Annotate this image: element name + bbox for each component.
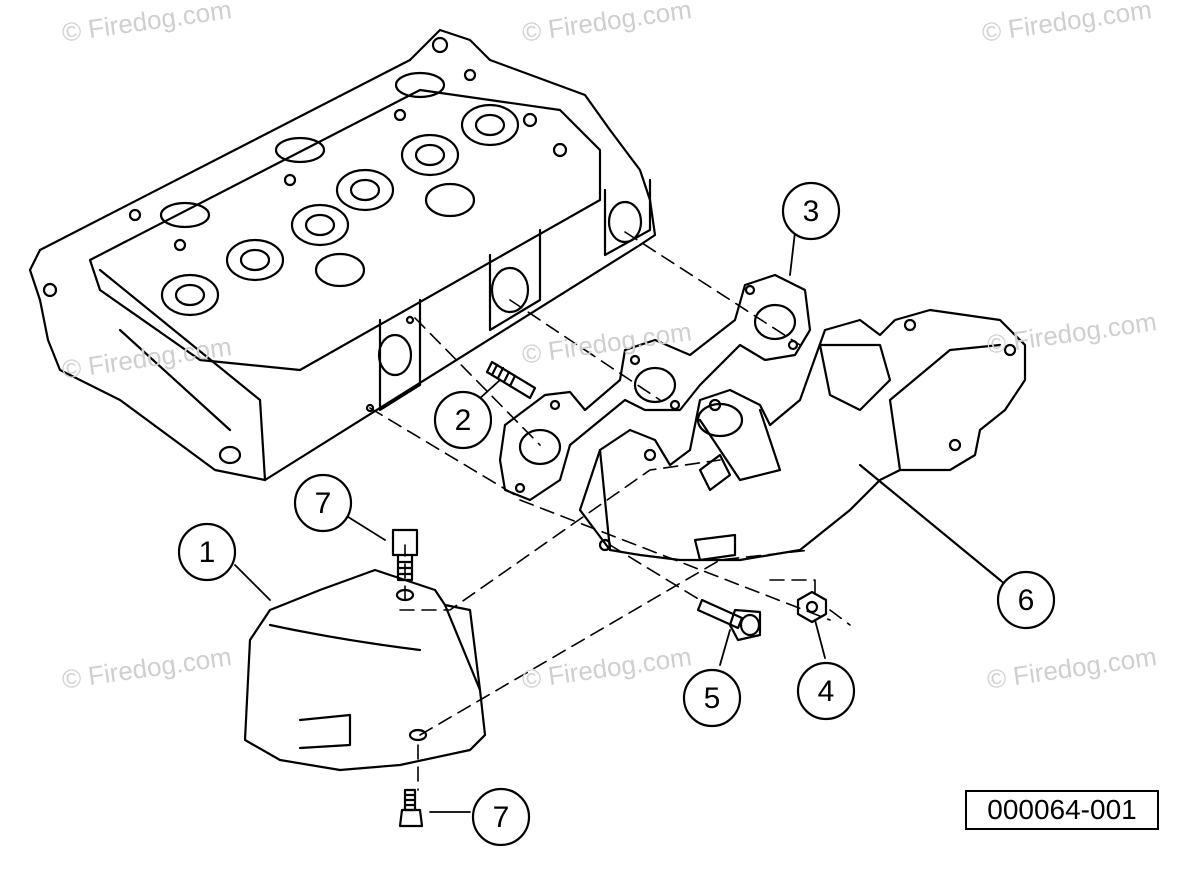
- callout-circle: [781, 181, 841, 241]
- heat-shield: [243, 568, 487, 772]
- callout-label: 7: [315, 487, 332, 520]
- callout-c6: 6: [996, 570, 1056, 630]
- callout-circle: [796, 661, 856, 721]
- callout-c4: 4: [796, 661, 856, 721]
- callout-c3: 3: [781, 181, 841, 241]
- callout-c2: 2: [433, 390, 493, 450]
- callout-circle: [177, 522, 237, 582]
- exhaust-manifold: [578, 308, 1027, 582]
- flange-bolt: [696, 598, 762, 642]
- callout-label: 6: [1018, 584, 1035, 617]
- callout-layer: 1 2 3 4 5 6 7 7: [177, 181, 1056, 847]
- flange-nut: [796, 590, 828, 624]
- figure-id-box: 000064-001: [965, 790, 1159, 830]
- callout-circle: [682, 668, 742, 728]
- callout-label: 5: [704, 682, 721, 715]
- callout-c7a: 7: [293, 473, 353, 533]
- callout-circle: [471, 787, 531, 847]
- cylinder-head: [28, 28, 657, 482]
- callout-circle: [433, 390, 493, 450]
- callout-label: 3: [803, 195, 820, 228]
- callout-circle: [293, 473, 353, 533]
- bolt-bottom: [398, 788, 424, 828]
- callout-label: 4: [818, 675, 835, 708]
- alignment-lines: [369, 231, 851, 791]
- exhaust-gasket: [498, 273, 812, 502]
- bolt-top: [391, 528, 419, 582]
- callout-label: 1: [199, 536, 216, 569]
- callout-circle: [996, 570, 1056, 630]
- stud: [485, 360, 537, 400]
- callout-c7b: 7: [471, 787, 531, 847]
- callout-label: 2: [455, 404, 472, 437]
- callout-label: 7: [493, 801, 510, 834]
- callout-c1: 1: [177, 522, 237, 582]
- callout-c5: 5: [682, 668, 742, 728]
